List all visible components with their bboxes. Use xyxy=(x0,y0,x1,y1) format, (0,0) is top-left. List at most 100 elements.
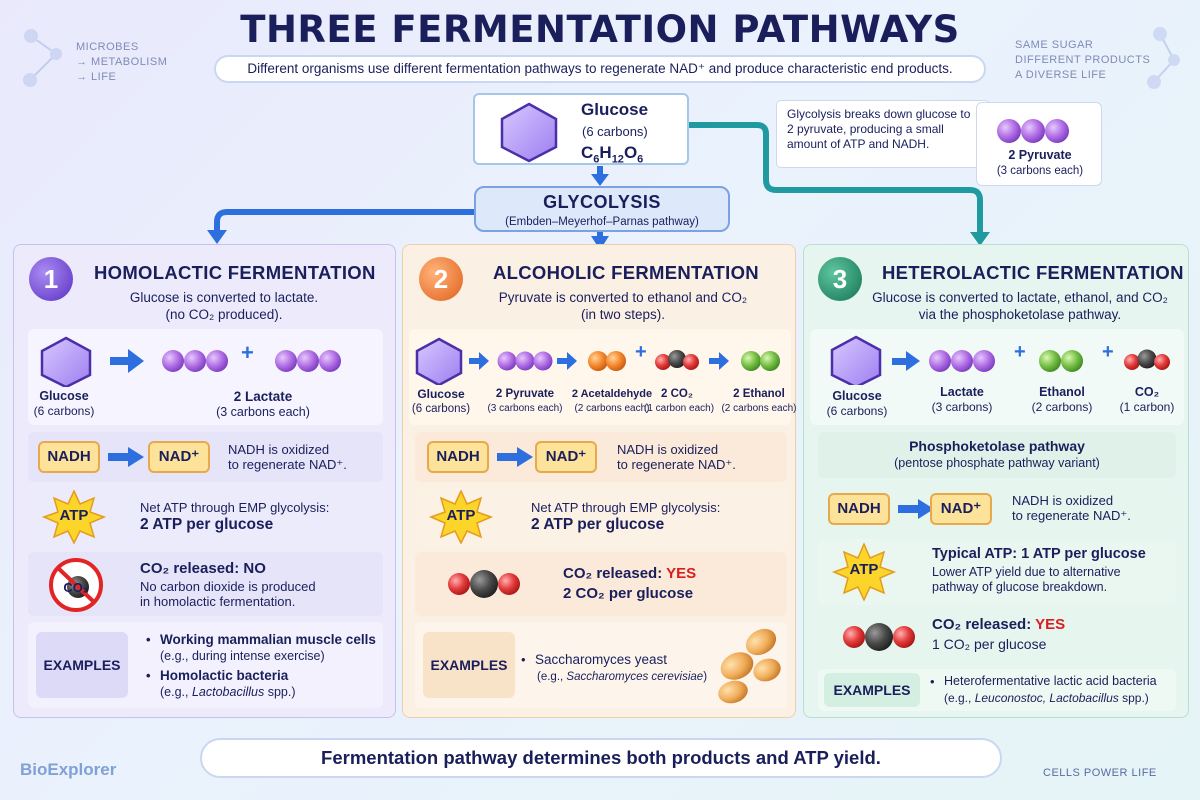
panel-number-badge: 3 xyxy=(818,257,862,301)
arrow-icon xyxy=(497,447,533,467)
nadh-box: NADH xyxy=(427,441,489,473)
example-1-detail: (e.g., Leuconostoc, Lactobacillus spp.) xyxy=(944,691,1149,705)
atp-description: Net ATP through EMP glycolysis: xyxy=(531,500,721,515)
example-2: Homolactic bacteria xyxy=(160,668,289,683)
panel-alcoholic: 2 ALCOHOLIC FERMENTATION Pyruvate is con… xyxy=(402,244,797,718)
subtitle-banner: Different organisms use different fermen… xyxy=(214,55,986,83)
reaction-diagram xyxy=(40,336,341,387)
brand-logo: BioExplorer xyxy=(20,760,117,779)
co2-yield: 2 CO₂ per glucose xyxy=(563,585,694,602)
glycolysis-subtitle: (Embden–Meyerhof–Parnas pathway) xyxy=(505,216,699,228)
tagline: CELLS POWER LIFE xyxy=(1043,767,1157,779)
product-carbons: (3 carbons each) xyxy=(216,405,310,419)
bullet: • xyxy=(146,668,151,683)
arrow-icon xyxy=(898,499,934,519)
pyruvate-card: 2 Pyruvate (3 carbons each) xyxy=(976,102,1102,186)
co2-card: CO₂ CO₂ released: NO No carbon dioxide i… xyxy=(28,552,383,616)
plus-sign: + xyxy=(1014,341,1026,363)
bullet: • xyxy=(146,632,151,647)
atp-starburst-icon xyxy=(42,490,106,544)
page-title: THREE FERMENTATION PATHWAYS xyxy=(240,8,960,51)
co2-card: CO₂ released: YES 1 CO₂ per glucose xyxy=(818,609,1176,665)
no-co2-icon-label: CO₂ xyxy=(63,580,89,595)
reaction-item-carbons: (3 carbons) xyxy=(931,400,993,414)
pyruvate-molecule-icon xyxy=(997,119,1069,143)
phosphoketolase-card: Phosphoketolase pathway (pentose phospha… xyxy=(818,432,1176,478)
reaction-diagram xyxy=(830,335,1170,385)
atp-card: ATP Net ATP through EMP glycolysis: 2 AT… xyxy=(28,488,383,546)
example-1-detail: (e.g., Saccharomyces cerevisiae) xyxy=(537,671,708,683)
reaction-card: + Glucose (6 carbons) 2 Pyruvate (3 carb… xyxy=(409,329,797,425)
side-note-left: MICROBES→ METABOLISM→ LIFE xyxy=(76,41,168,83)
example-1: Working mammalian muscle cells xyxy=(160,632,376,647)
reaction-item-carbons: (3 carbons each) xyxy=(487,403,563,414)
network-decoration-left xyxy=(23,29,62,87)
glycolysis-box: GLYCOLYSIS (Embden–Meyerhof–Parnas pathw… xyxy=(474,186,730,232)
reaction-item-name: Glucose xyxy=(832,389,882,403)
reaction-item-name: Glucose xyxy=(417,387,465,401)
nad-plus-box: NAD⁺ xyxy=(148,441,210,473)
panel-description: Glucose is converted to lactate.(no CO₂ … xyxy=(129,290,319,322)
reactant-name: Glucose xyxy=(39,389,89,403)
bullet: • xyxy=(521,652,526,667)
glycolysis-title: GLYCOLYSIS xyxy=(543,192,661,212)
co2-status: CO₂ released: YES xyxy=(932,616,1066,633)
network-decoration-right xyxy=(1147,27,1180,89)
glucose-card: Glucose (6 carbons) C6H12O6 xyxy=(473,93,689,165)
nad-plus-box: NAD⁺ xyxy=(535,441,597,473)
panel-title: HOMOLACTIC FERMENTATION xyxy=(94,262,376,283)
reaction-item-name: 2 Acetaldehyde xyxy=(571,388,653,400)
co2-status: CO₂ released: YES xyxy=(563,565,697,582)
arrow-icon xyxy=(108,447,144,467)
flow-arrows xyxy=(207,122,990,250)
panel-number-badge: 2 xyxy=(419,257,463,301)
reactant-carbons: (6 carbons) xyxy=(33,404,95,418)
nadh-box: NADH xyxy=(38,441,100,473)
pyruvate-carbons: (3 carbons each) xyxy=(996,165,1084,177)
reaction-diagram xyxy=(415,337,780,385)
example-1: Heterofermentative lactic acid bacteria xyxy=(944,674,1157,688)
reaction-item-name: Lactate xyxy=(940,385,984,399)
panel-description: Pyruvate is converted to ethanol and CO₂… xyxy=(498,290,748,322)
reaction-item-name: 2 Ethanol xyxy=(733,388,785,400)
glucose-hexagon-icon xyxy=(500,102,558,163)
glucose-formula: C6H12O6 xyxy=(581,143,644,166)
nad-plus-box: NAD⁺ xyxy=(930,493,992,525)
atp-yield: 2 ATP per glucose xyxy=(140,516,274,533)
plus-sign: + xyxy=(241,340,254,365)
co2-card: CO₂ released: YES 2 CO₂ per glucose xyxy=(415,552,787,616)
example-1-detail: (e.g., during intense exercise) xyxy=(160,649,325,663)
atp-label: ATP xyxy=(849,561,879,578)
reaction-item-carbons: (6 carbons) xyxy=(826,404,888,418)
reaction-item-name: 2 Pyruvate xyxy=(495,388,555,400)
panel-homolactic: 1 HOMOLACTIC FERMENTATION Glucose is con… xyxy=(13,244,396,718)
reaction-item-name: 2 CO₂ xyxy=(661,388,693,400)
glucose-name: Glucose xyxy=(581,100,649,119)
atp-yield: Typical ATP: 1 ATP per glucose xyxy=(932,546,1146,562)
bullet: • xyxy=(930,674,935,689)
reaction-item-carbons: (2 carbons each) xyxy=(574,403,650,414)
reaction-item-carbons: (2 carbons) xyxy=(1031,400,1093,414)
examples-label: EXAMPLES xyxy=(824,673,920,707)
panel-title: HETEROLACTIC FERMENTATION xyxy=(882,262,1184,283)
yeast-cells-icon xyxy=(718,628,781,704)
glucose-carbons: (6 carbons) xyxy=(582,124,648,139)
example-1: Saccharomyces yeast xyxy=(535,652,668,667)
atp-description: Net ATP through EMP glycolysis: xyxy=(140,500,330,515)
glucose-hexagon-icon xyxy=(40,336,92,387)
examples-label: EXAMPLES xyxy=(423,632,515,698)
plus-sign: + xyxy=(635,341,647,363)
atp-label: ATP xyxy=(446,507,476,524)
footer-banner: Fermentation pathway determines both pro… xyxy=(200,738,1002,778)
example-2-detail: (e.g., Lactobacillus spp.) xyxy=(160,685,296,699)
no-co2-icon xyxy=(49,558,103,612)
phosphoketolase-subtitle: (pentose phosphate pathway variant) xyxy=(894,456,1100,470)
